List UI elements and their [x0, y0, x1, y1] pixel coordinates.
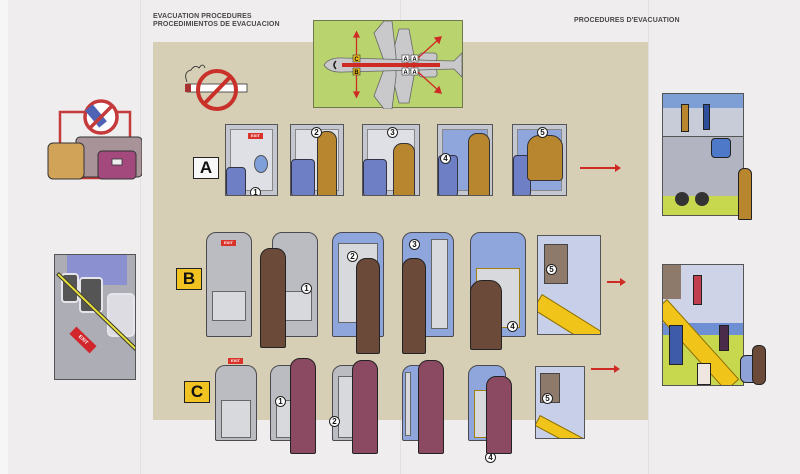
helper-person: [738, 168, 752, 220]
no-smoking-icon: [185, 64, 248, 111]
header-french: PROCEDURES D'EVACUATION: [574, 17, 680, 24]
floor-lighting-illustration: EXIT: [54, 254, 136, 380]
step-number: 5: [537, 127, 548, 138]
step-number: 3: [387, 127, 398, 138]
crew-member: [486, 376, 512, 454]
svg-text:A: A: [403, 70, 408, 76]
step-number: 3: [409, 239, 420, 250]
step-number: 1: [275, 396, 286, 407]
crew-member: [470, 280, 502, 350]
wing-evacuation-illustration: [662, 93, 744, 216]
step-number: 1: [250, 187, 261, 195]
step-number: 5: [546, 264, 557, 275]
step-number: 4: [440, 153, 451, 164]
header-english: EVACUATION PROCEDURES: [153, 13, 252, 20]
svg-text:A: A: [412, 70, 417, 76]
door-c1: EXIT: [215, 358, 257, 441]
fold-line: [648, 0, 649, 474]
step-a5: 5: [512, 124, 567, 196]
passenger: [527, 135, 563, 181]
direction-arrow-icon: [607, 278, 626, 286]
passenger: [393, 143, 415, 195]
aircraft-exit-diagram: C B A A A A: [313, 20, 463, 110]
step-b5: 5: [537, 235, 601, 335]
svg-text:A: A: [403, 57, 408, 63]
exit-sign: EXIT: [228, 358, 243, 364]
fold-line: [140, 0, 141, 474]
crew-member: [356, 258, 380, 354]
row-label-b: B: [176, 268, 202, 290]
direction-arrow-icon: [580, 164, 621, 172]
step-a3: 3: [362, 124, 420, 196]
direction-arrow-icon: [591, 365, 620, 373]
step-number: 4: [507, 321, 518, 332]
no-baggage-icon: [47, 99, 142, 180]
header-spanish: PROCEDIMIENTOS DE EVACUACION: [153, 21, 280, 28]
window: [254, 155, 268, 173]
step-number: 2: [311, 127, 322, 138]
crew-member: [352, 360, 378, 454]
step-number: 2: [347, 251, 358, 262]
svg-text:C: C: [354, 57, 359, 63]
svg-text:B: B: [354, 70, 359, 76]
row-label-a: A: [193, 157, 219, 179]
passenger: [468, 133, 490, 195]
card-edge: [0, 0, 8, 474]
helper-person: [752, 345, 766, 385]
svg-text:A: A: [412, 57, 417, 63]
passenger: [317, 131, 337, 195]
step-number: 1: [301, 283, 312, 294]
crew-member: [418, 360, 444, 454]
exit-sign: EXIT: [221, 240, 236, 246]
crew-member: [402, 258, 426, 354]
step-a1: EXIT 1: [225, 124, 278, 196]
step-number: 2: [329, 416, 340, 427]
exit-sign: EXIT: [248, 133, 263, 139]
crew-member: [260, 248, 286, 348]
slide-evacuation-illustration: [662, 264, 744, 386]
aircraft-icon: C B A A A A: [323, 20, 463, 110]
row-label-c: C: [184, 381, 210, 403]
exit-arrow-icon: EXIT: [69, 326, 97, 354]
step-a4: 4: [437, 124, 493, 196]
step-c5: 5: [535, 366, 585, 439]
step-a2: 2: [290, 124, 344, 196]
seat: [226, 167, 246, 195]
step-number: 5: [542, 393, 553, 404]
crew-member: [290, 358, 316, 454]
door-b1: EXIT: [206, 232, 252, 337]
